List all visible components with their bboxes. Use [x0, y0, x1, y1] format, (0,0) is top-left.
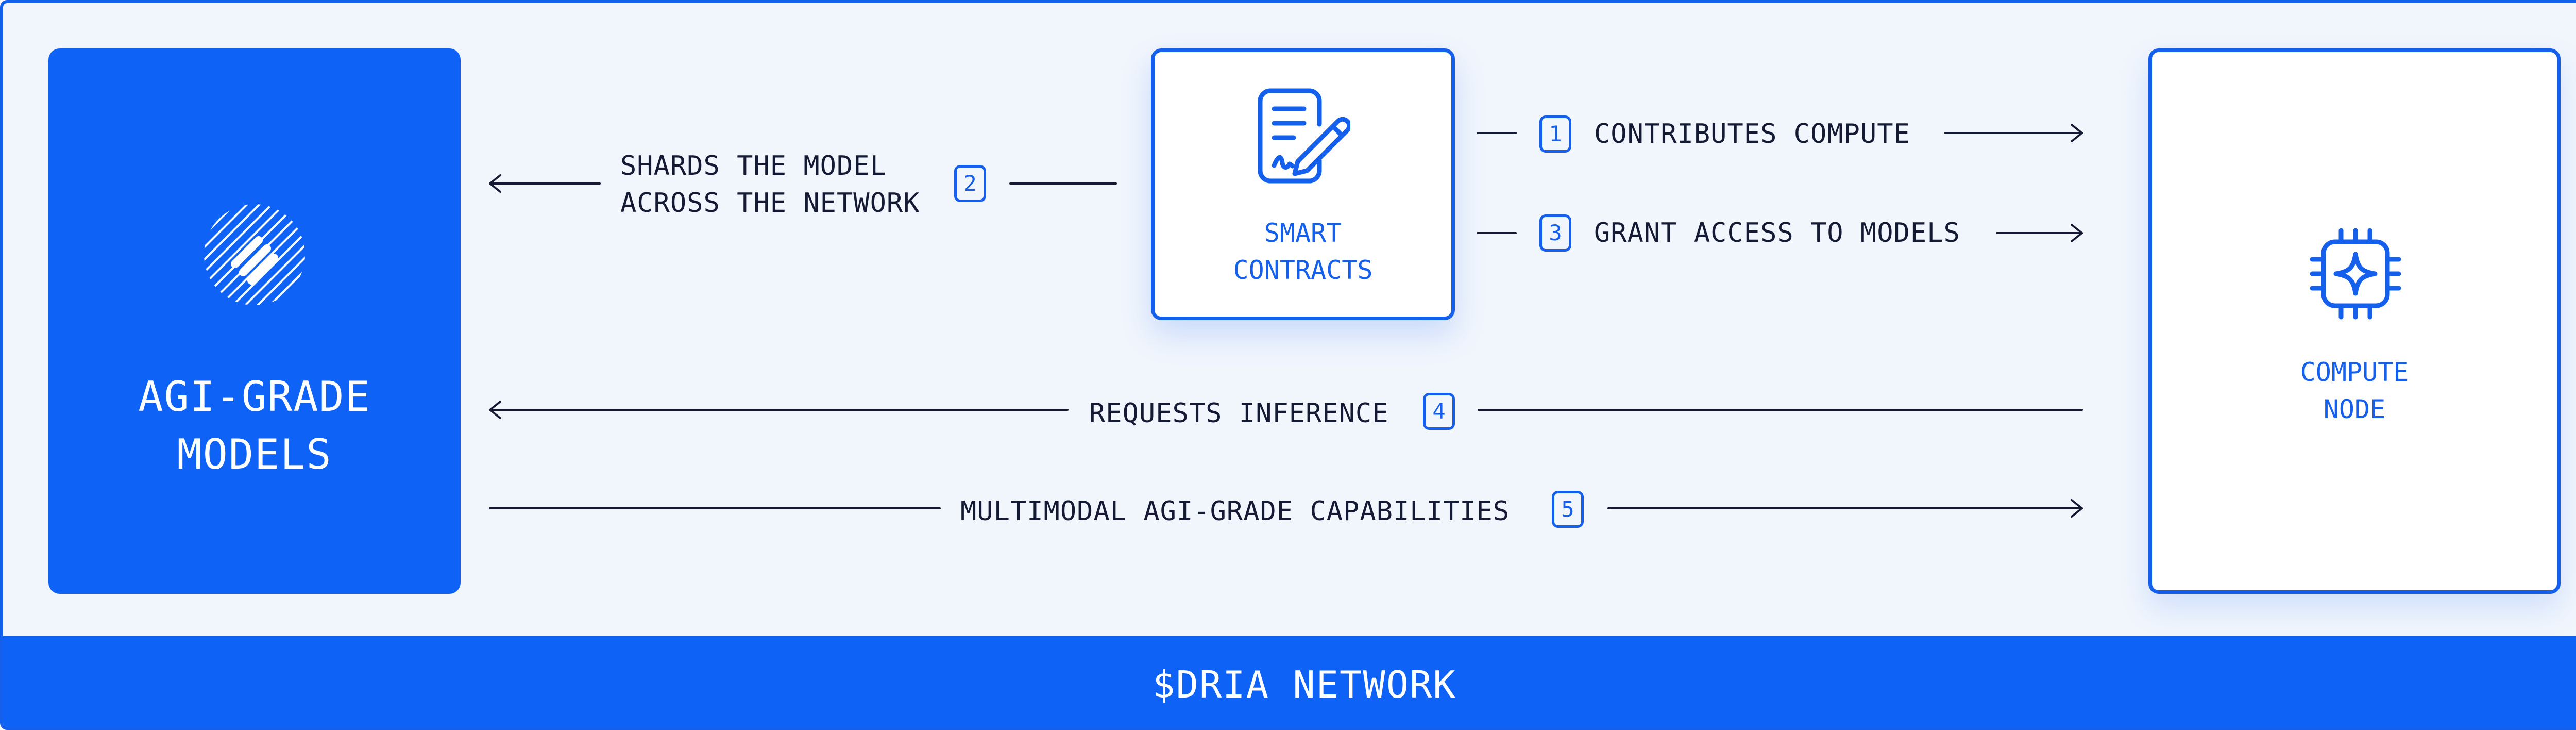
- network-footer-bar: $DRIA NETWORK: [3, 636, 2576, 727]
- flow-1-label: CONTRIBUTES COMPUTE: [1594, 119, 1910, 150]
- flow-4-label: REQUESTS INFERENCE: [1089, 398, 1389, 429]
- network-footer-title: $DRIA NETWORK: [1153, 663, 1456, 706]
- flow-5-label: MULTIMODAL AGI-GRADE CAPABILITIES: [960, 496, 1510, 527]
- step-4-badge: 4: [1423, 393, 1455, 430]
- hatched-circle-icon: [204, 204, 305, 305]
- flow-2-arrowhead: [489, 174, 501, 193]
- flow-2-label: SHARDS THE MODEL ACROSS THE NETWORK: [620, 151, 920, 219]
- flow-4-arrowhead: [489, 401, 501, 419]
- flow-1-arrowhead: [2071, 124, 2083, 142]
- contract-pen-icon: [1258, 88, 1350, 184]
- agi-grade-models-title: AGI-GRADE MODELS: [138, 373, 371, 478]
- compute-node-box: COMPUTE NODE: [2148, 48, 2561, 594]
- chip-sparkle-icon: [2310, 228, 2401, 320]
- step-1-badge: 1: [1539, 115, 1571, 153]
- agi-grade-models-box: AGI-GRADE MODELS: [48, 48, 461, 594]
- step-2-badge: 2: [954, 165, 986, 202]
- flow-5-arrowhead: [2071, 499, 2083, 518]
- smart-contracts-box: SMART CONTRACTS: [1151, 48, 1455, 320]
- flow-connectors: [489, 124, 2083, 518]
- flow-3-label: GRANT ACCESS TO MODELS: [1594, 218, 1960, 248]
- compute-node-title: COMPUTE NODE: [2300, 357, 2409, 424]
- step-5-badge: 5: [1552, 491, 1584, 528]
- smart-contracts-title: SMART CONTRACTS: [1233, 218, 1373, 285]
- flow-3-arrowhead: [2071, 224, 2083, 242]
- step-3-badge: 3: [1539, 214, 1571, 252]
